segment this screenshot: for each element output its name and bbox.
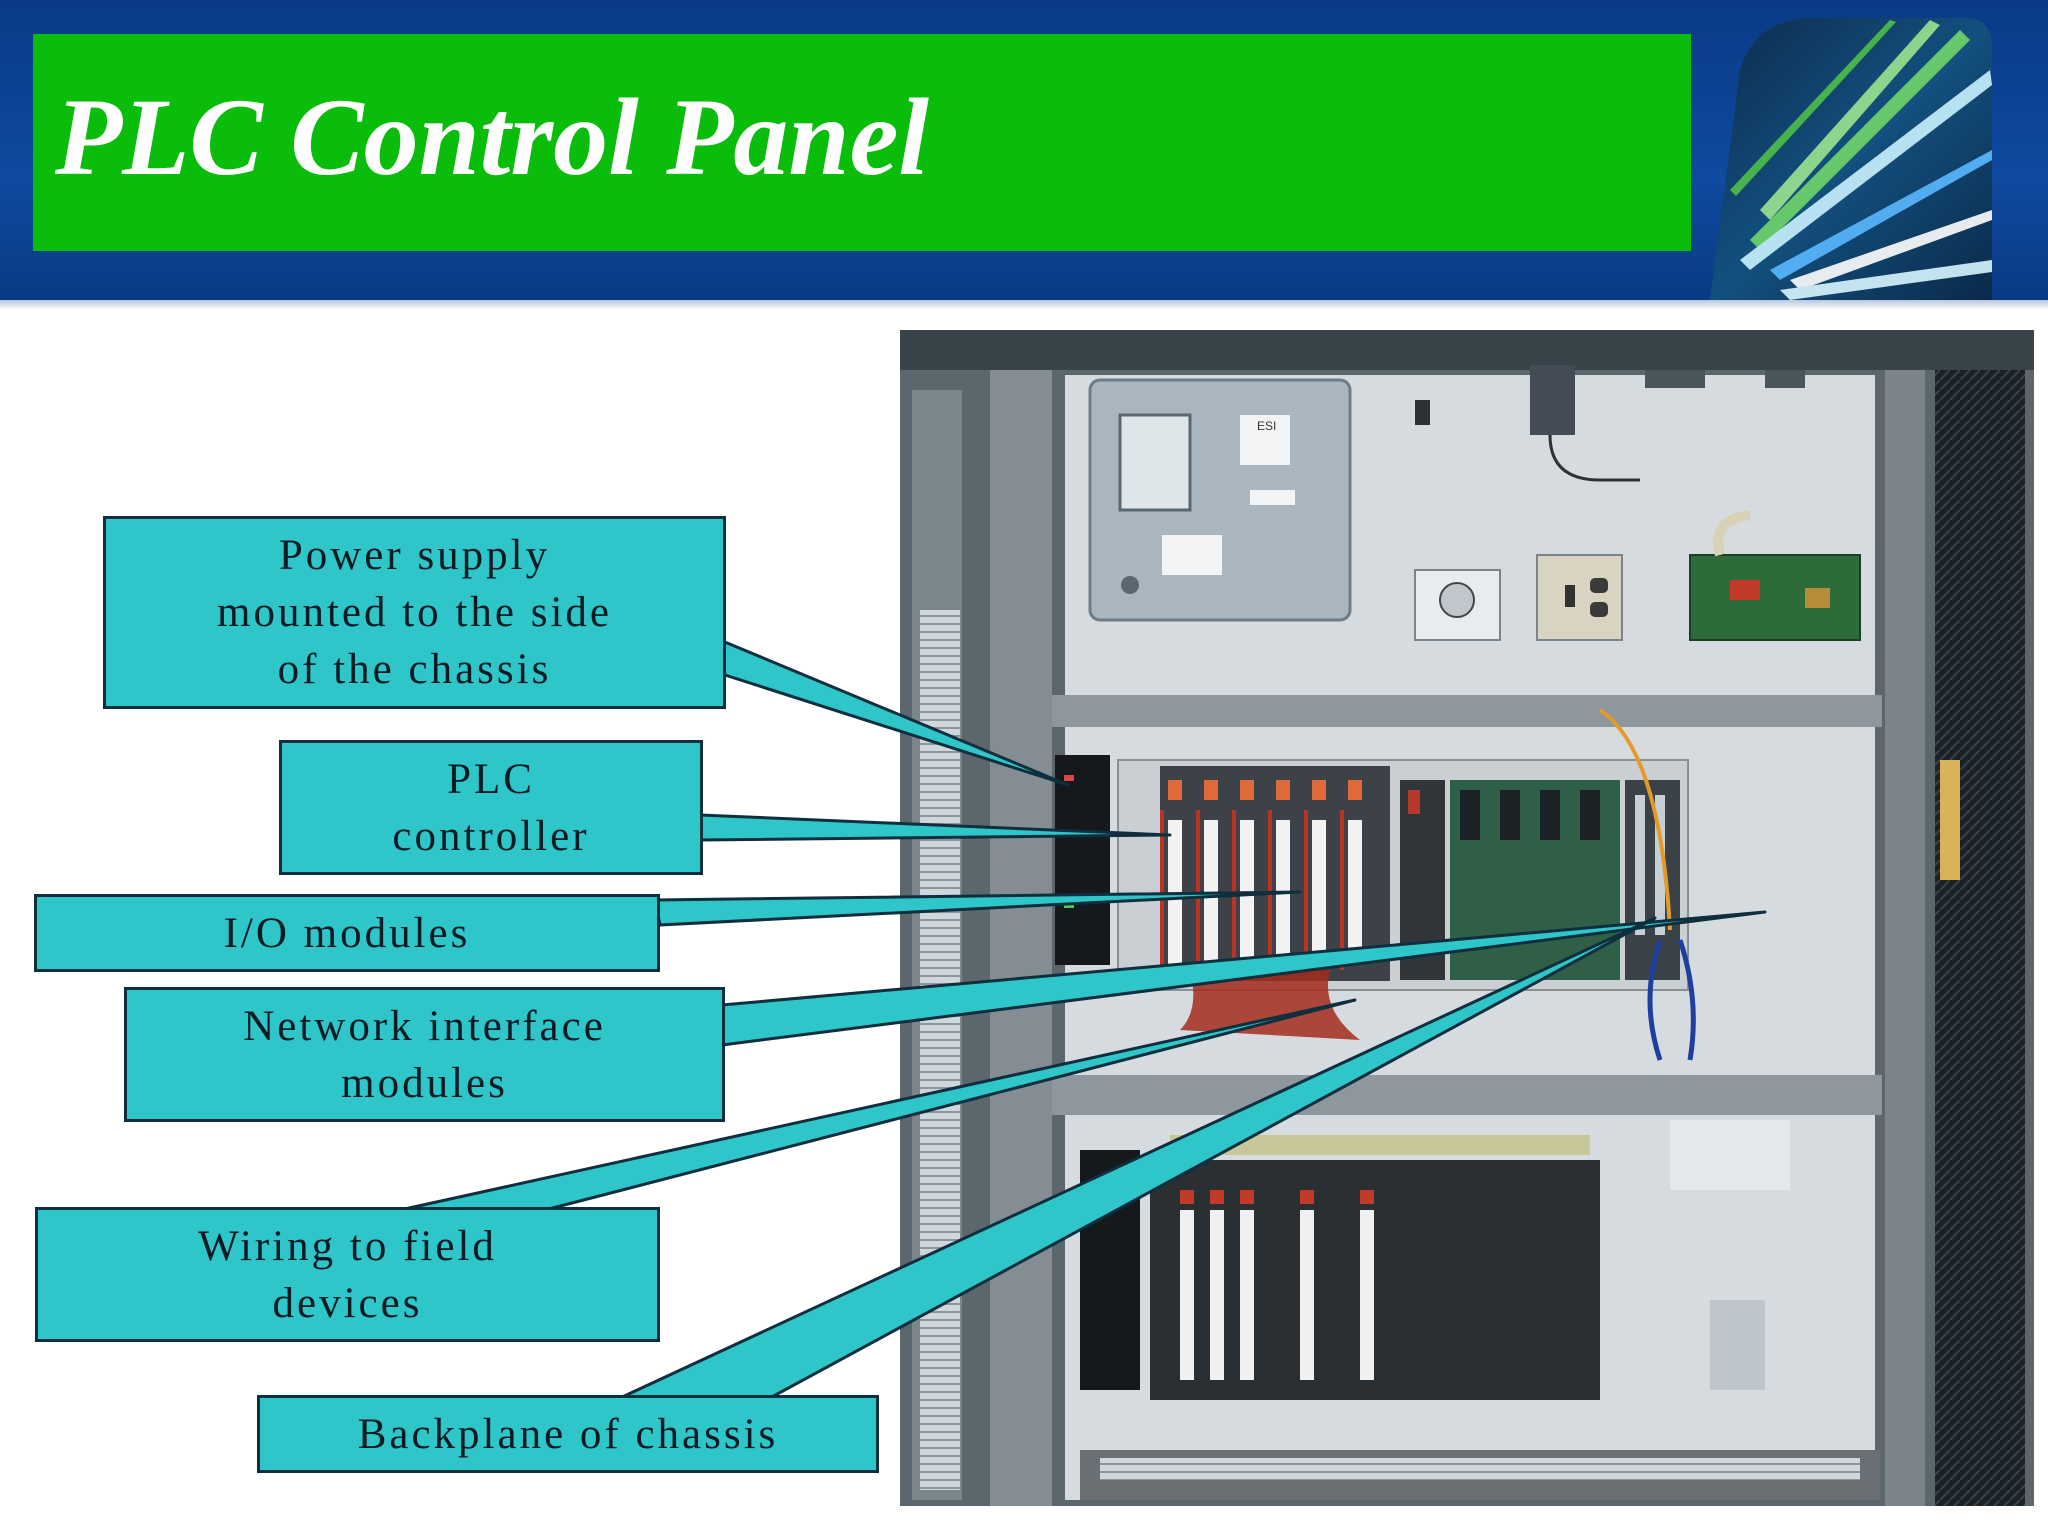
callout-wiring-field-devices: Wiring to field devices [35,1207,660,1342]
decorative-light-beam-graphic [1710,18,1992,300]
header-underline [0,300,2048,310]
pointer-plc-controller [698,813,1172,842]
callout-backplane: Backplane of chassis [257,1395,879,1473]
callout-plc-controller: PLC controller [279,740,703,875]
callout-network-interface: Network interface modules [124,987,725,1122]
title-bar: PLC Control Panel [33,34,1691,251]
enclosure-label: ESI [1257,419,1276,433]
slide-header: PLC Control Panel [0,0,2048,300]
slide-title: PLC Control Panel [55,76,929,198]
callout-power-supply: Power supply mounted to the side of the … [103,516,726,709]
callout-io-modules: I/O modules [34,894,660,972]
pointer-power-supply [718,638,1070,787]
pointer-io-modules [653,890,1302,927]
